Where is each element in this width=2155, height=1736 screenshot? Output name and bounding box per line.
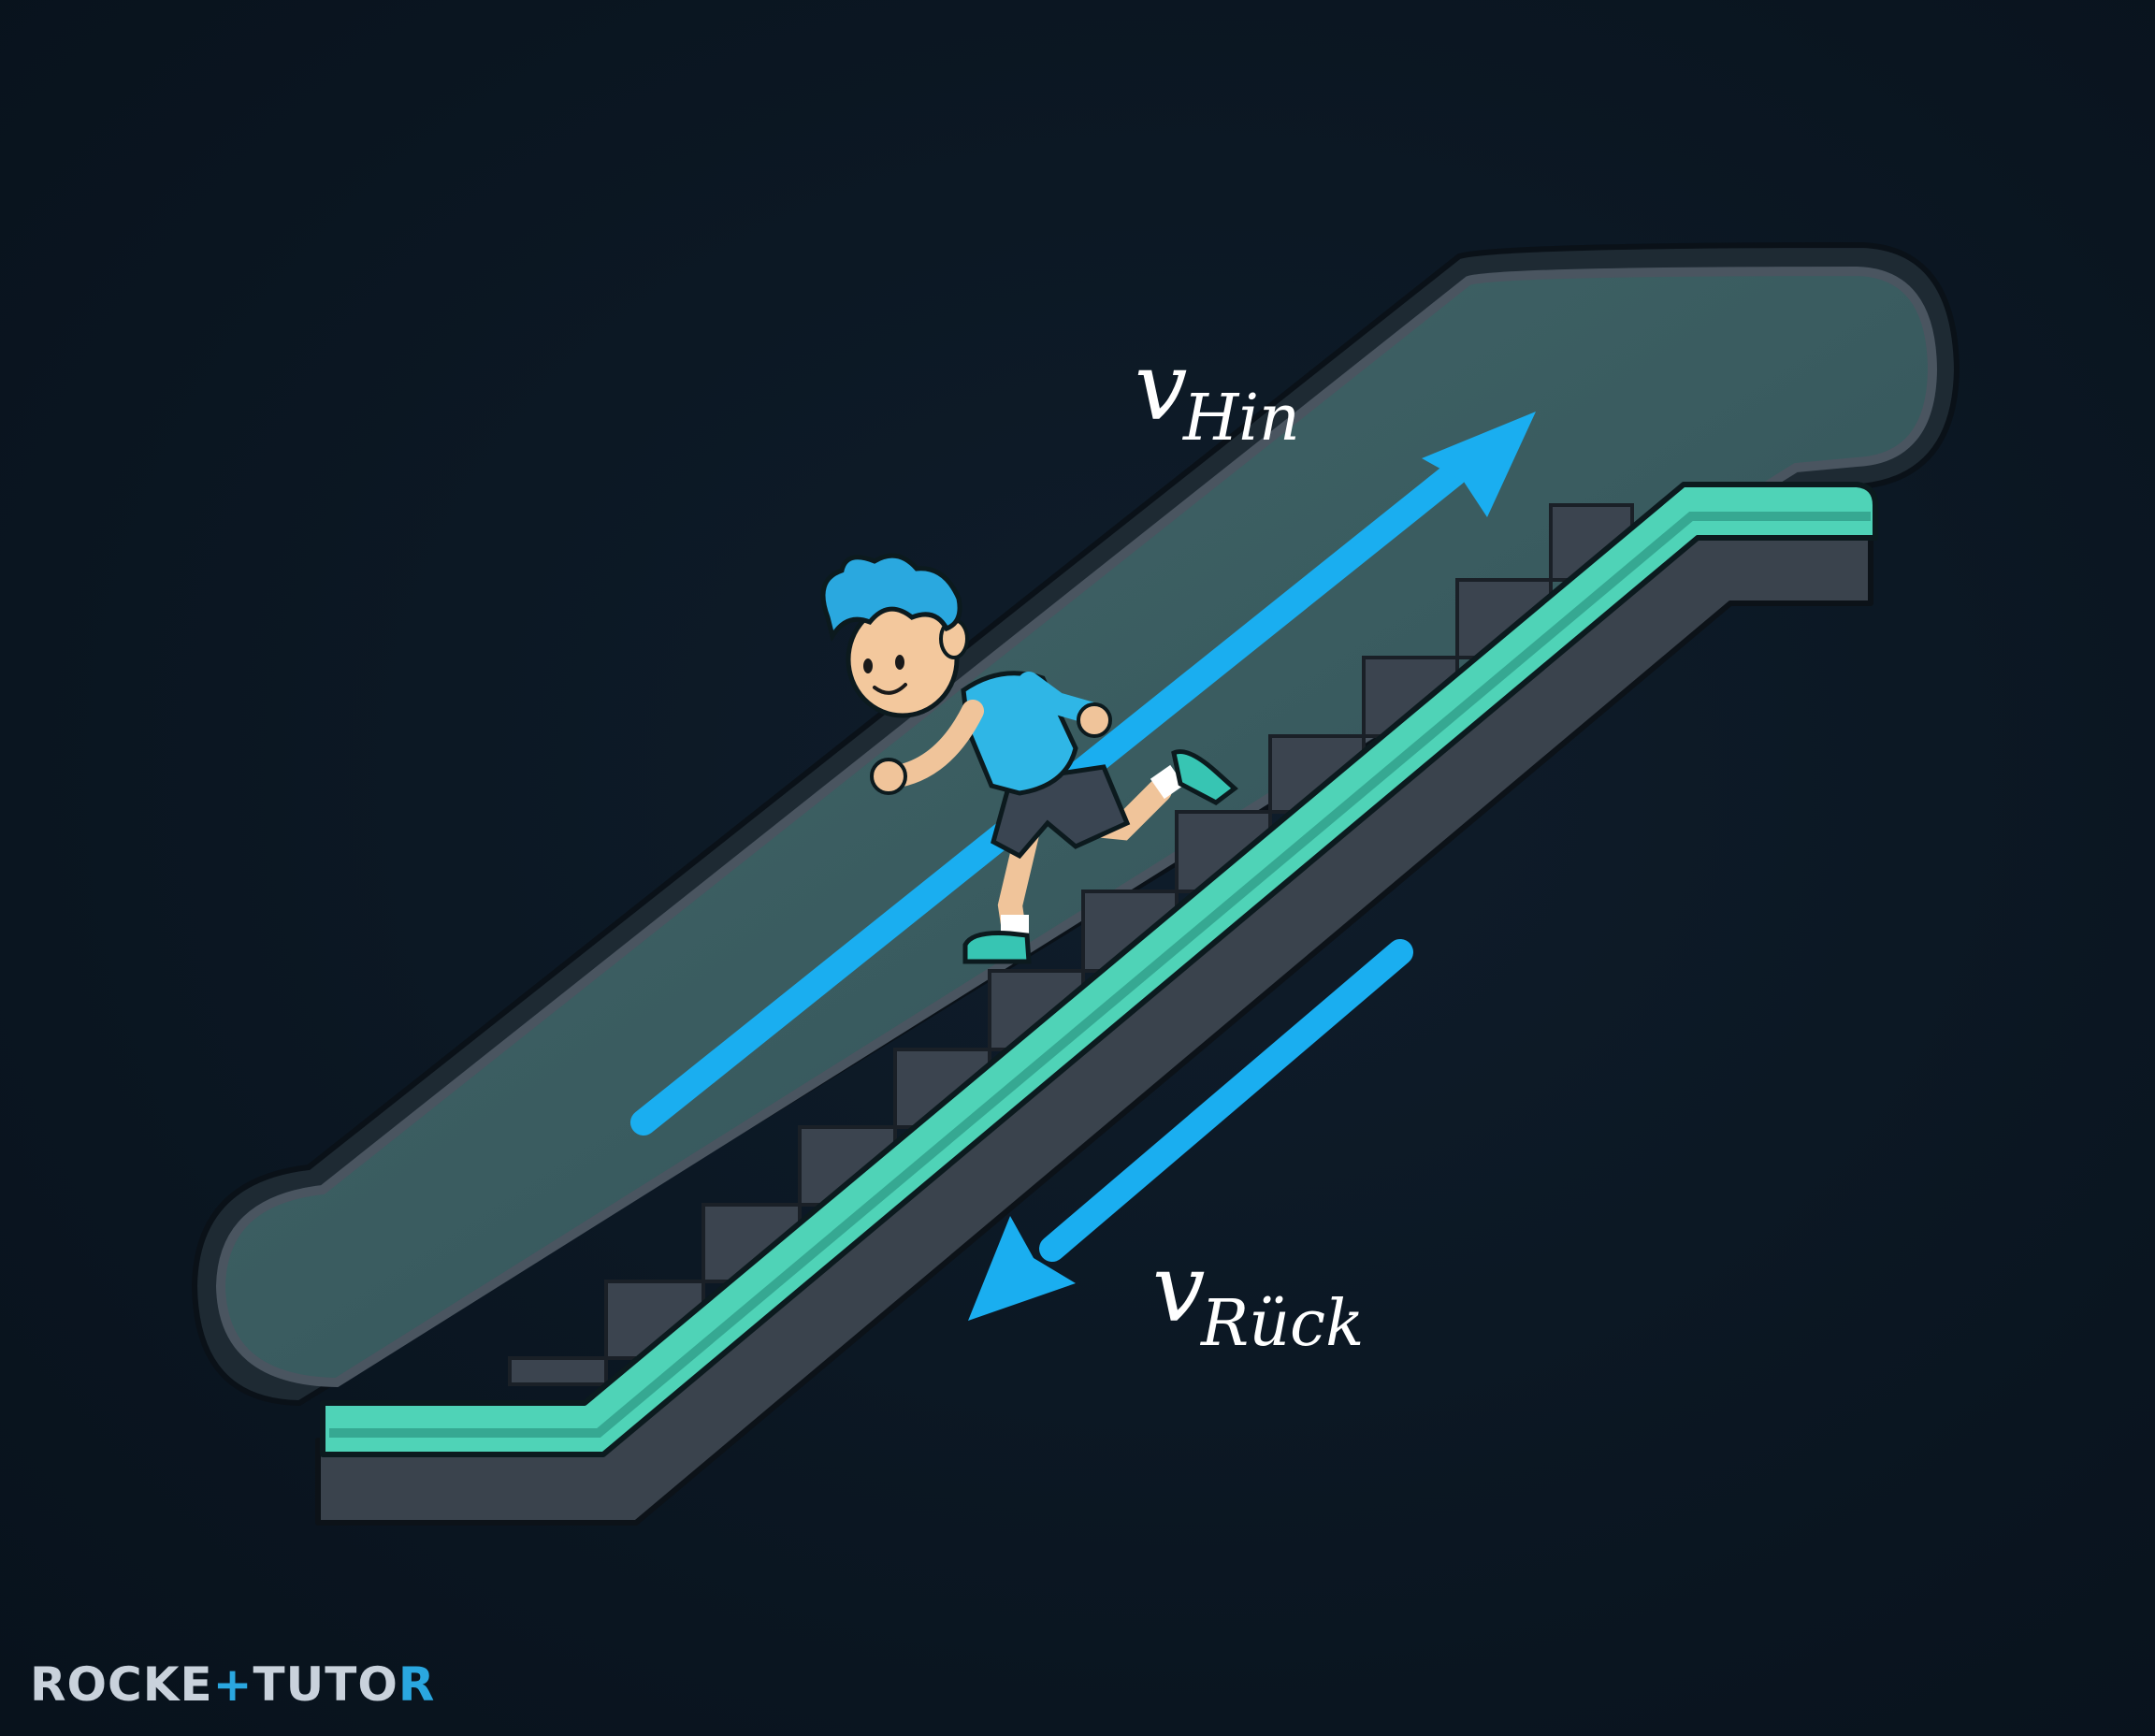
boy-sock-front [1150,764,1185,800]
label-v-hin-sub: Hin [1181,382,1300,456]
label-v-rueck: v Rück [1152,1234,1364,1361]
boy-eye-right [895,655,904,670]
logo: ROCKE+TUTOR [30,1657,435,1712]
label-v-hin: v Hin [1135,332,1300,456]
boy-hand-front [1077,702,1112,738]
arrow-v-rueck [968,939,1413,1321]
logo-plus: + [213,1657,253,1712]
boy-arm-front [1018,672,1101,724]
running-boy [820,553,1238,964]
boy-shoe-front [1171,749,1238,805]
boy-shoe-back [962,931,1032,964]
boy-arm-back [887,700,984,788]
logo-part2: TUTO [253,1657,398,1712]
boy-sock-back [1001,915,1029,935]
boy-hair [820,553,962,643]
logo-part3: R [398,1657,436,1712]
escalator-handrail [319,482,1878,1457]
logo-part1: ROCKE [30,1657,213,1712]
svg-text:ROCKE+TUTOR: ROCKE+TUTOR [30,1657,435,1712]
boy-eye-left [863,658,873,673]
boy-smile [873,683,907,695]
label-v-rueck-sub: Rück [1199,1287,1364,1361]
boy-hand-back [870,758,907,795]
label-v-rueck-main: v [1152,1234,1206,1343]
label-v-hin-main: v [1135,332,1188,441]
